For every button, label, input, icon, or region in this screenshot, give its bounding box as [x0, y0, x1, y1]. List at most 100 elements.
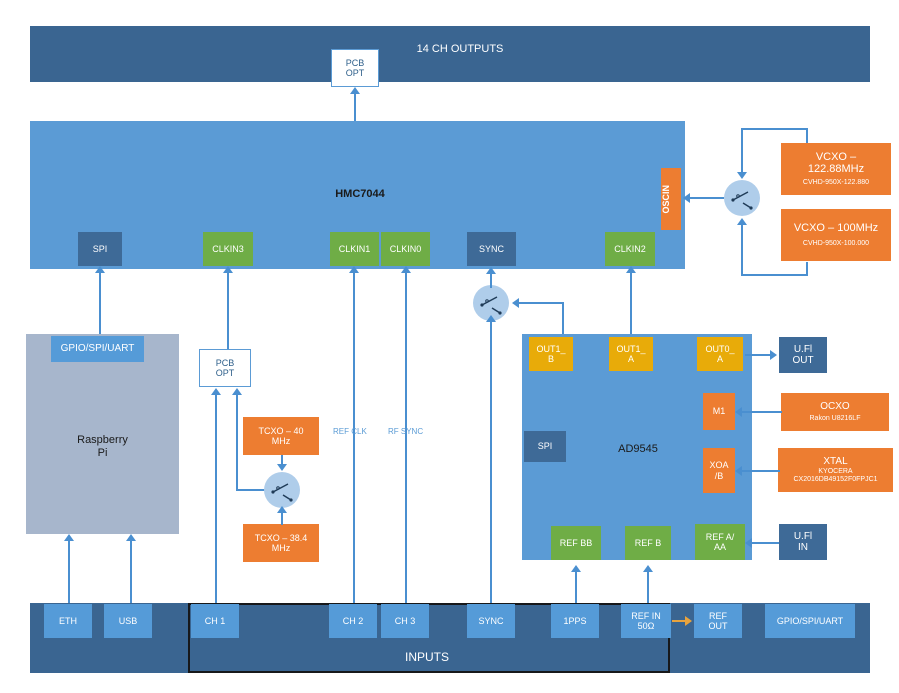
- ad9545-refa-line2: AA: [713, 542, 726, 552]
- arrowhead-eth-to-rpi: [64, 534, 74, 541]
- vcxo-122m88-title: VCXO –: [815, 150, 857, 163]
- arrowhead-1pps-to-refbb: [571, 565, 581, 572]
- arrowhead-refin-to-refb: [643, 565, 653, 572]
- ad9545-refa-port[interactable]: REF A/ AA: [695, 524, 745, 560]
- pcb-opt-top-line1: PCB: [345, 57, 365, 68]
- bottom-port-eth[interactable]: ETH: [44, 604, 92, 638]
- hmc7044-port-spi-label: SPI: [92, 243, 108, 254]
- wire-vcxo2-down: [806, 262, 808, 276]
- hmc7044-port-sync[interactable]: SYNC: [467, 232, 516, 266]
- tcxo-40mhz-block[interactable]: TCXO – 40 MHz: [243, 417, 319, 455]
- bottom-port-usb[interactable]: USB: [104, 604, 152, 638]
- vcxo-100m-block[interactable]: VCXO – 100MHz CVHD-950X-100.000: [781, 209, 891, 261]
- hmc7044-port-clkin2[interactable]: CLKIN2: [605, 232, 655, 266]
- ocxo-block[interactable]: OCXO Rakon U8216LF: [781, 393, 889, 431]
- bottom-port-ch2-label: CH 2: [342, 615, 364, 626]
- wire-out0a-to-ufl-out: [745, 354, 772, 356]
- ad9545-refbb-port[interactable]: REF BB: [551, 526, 601, 560]
- wire-vcxo1-down: [741, 128, 743, 173]
- tcxo-38m4-line1: TCXO – 38.4: [254, 532, 308, 543]
- tcxo-38m4-block[interactable]: TCXO – 38.4 MHz: [243, 524, 319, 562]
- arrowhead-syncport-to-switch: [486, 315, 496, 322]
- arrowhead-clkin3: [223, 266, 233, 273]
- sync-select-switch[interactable]: [473, 285, 509, 321]
- ad9545-out1b-port[interactable]: OUT1_ B: [529, 337, 573, 371]
- raspberry-pi-block[interactable]: Raspberry Pi: [26, 334, 179, 534]
- ad9545-out1a-port[interactable]: OUT1_ A: [609, 337, 653, 371]
- ad9545-m1-port[interactable]: M1: [703, 393, 735, 430]
- tcxo-40mhz-line1: TCXO – 40: [258, 425, 304, 436]
- wire-vcxo2-across: [741, 274, 808, 276]
- tcxo-select-switch[interactable]: [264, 472, 300, 508]
- bottom-port-ch2[interactable]: CH 2: [329, 604, 377, 638]
- path-label-rf-sync-text: RF SYNC: [388, 427, 424, 436]
- ad9545-refbb-label: REF BB: [559, 537, 593, 548]
- ad9545-refb-port[interactable]: REF B: [625, 526, 671, 560]
- wire-refin-to-refb: [647, 571, 649, 603]
- hmc7044-port-sync-label: SYNC: [478, 243, 504, 254]
- raspberry-pi-gpio-port[interactable]: GPIO/SPI/UART: [51, 336, 144, 362]
- raspberry-pi-gpio-label: GPIO/SPI/UART: [60, 343, 135, 355]
- ad9545-spi-port[interactable]: SPI: [524, 431, 566, 462]
- hmc7044-port-clkin1-label: CLKIN1: [338, 243, 371, 254]
- tcxo-40mhz-line2: MHz: [271, 436, 291, 446]
- inputs-group-caption-text: INPUTS: [405, 650, 450, 664]
- pcb-opt-top[interactable]: PCB OPT: [331, 49, 379, 87]
- arrowhead-ch3-to-clkin0: [401, 266, 411, 273]
- wire-tcxo40-to-switch: [281, 455, 283, 467]
- arrowhead-vcxo2-to-switch: [737, 218, 747, 225]
- arrowhead-out1b-to-clkin2: [626, 266, 636, 273]
- hmc7044-port-clkin3[interactable]: CLKIN3: [203, 232, 253, 266]
- arrowhead-vcxo1-to-switch: [737, 172, 747, 179]
- pcb-opt-top-line2: OPT: [345, 68, 365, 78]
- bottom-port-gpio[interactable]: GPIO/SPI/UART: [765, 604, 855, 638]
- pcb-opt-mid[interactable]: PCB OPT: [199, 349, 251, 387]
- bottom-port-1pps-label: 1PPS: [563, 615, 587, 626]
- ufl-in-line1: U.Fl: [793, 530, 813, 542]
- arrowhead-out0a-to-ufl-out: [770, 350, 777, 360]
- wire-hmc-spi-to-rpi: [99, 272, 101, 334]
- hmc7044-port-clkin0-label: CLKIN0: [389, 243, 422, 254]
- wire-ch3-to-clkin0: [405, 272, 407, 603]
- inputs-group-caption: INPUTS: [405, 650, 449, 664]
- hmc7044-port-clkin0[interactable]: CLKIN0: [381, 232, 430, 266]
- xtal-block[interactable]: XTAL KYOCERA CX2016DB49152F0FPJC1: [778, 448, 893, 492]
- ad9545-xoa-port[interactable]: XOA /B: [703, 448, 735, 493]
- vcxo-122m88-block[interactable]: VCXO – 122.88MHz CVHD-950X-122.880: [781, 143, 891, 195]
- ufl-in-line2: IN: [798, 542, 808, 553]
- output-bar-label: 14 CH OUTPUTS: [380, 41, 540, 57]
- bottom-port-ref-in[interactable]: REF IN 50Ω: [621, 604, 671, 638]
- arrowhead-usb-to-rpi: [126, 534, 136, 541]
- wire-refin-to-refout: [672, 620, 687, 622]
- arrowhead-out1a-to-switch: [512, 298, 519, 308]
- bottom-port-ch1[interactable]: CH 1: [191, 604, 239, 638]
- ufl-in-block[interactable]: U.Fl IN: [779, 524, 827, 560]
- wire-usb-to-rpi: [130, 541, 132, 603]
- bottom-port-ch3[interactable]: CH 3: [381, 604, 429, 638]
- wire-ufl-in-to-refa: [752, 542, 779, 544]
- vcxo-122m88-freq: 122.88MHz: [807, 163, 865, 176]
- wire-out1a-to-switch-h: [519, 302, 564, 304]
- hmc7044-port-clkin1[interactable]: CLKIN1: [330, 232, 379, 266]
- bottom-port-sync[interactable]: SYNC: [467, 604, 515, 638]
- bottom-port-gpio-label: GPIO/SPI/UART: [776, 615, 844, 626]
- ocxo-title: OCXO: [820, 401, 850, 413]
- arrowhead-syncsw-to-hmc: [486, 267, 496, 274]
- wire-tcxosw-to-pcbopt-h: [236, 489, 268, 491]
- vcxo-select-switch[interactable]: [724, 180, 760, 216]
- ufl-out-block[interactable]: U.Fl OUT: [779, 337, 827, 373]
- bottom-port-ref-out[interactable]: REF OUT: [694, 604, 742, 638]
- hmc7044-port-oscin[interactable]: OSCIN: [661, 168, 681, 230]
- bottom-port-ref-in-line2: 50Ω: [637, 621, 655, 631]
- wire-vcxo2-up: [741, 224, 743, 276]
- bottom-port-1pps[interactable]: 1PPS: [551, 604, 599, 638]
- ad9545-out0a-port[interactable]: OUT0_ A: [697, 337, 743, 371]
- hmc7044-port-spi[interactable]: SPI: [78, 232, 122, 266]
- path-label-rf-sync: RF SYNC: [388, 427, 423, 436]
- wire-hmc-to-pcbopt: [354, 93, 356, 121]
- pcb-opt-mid-line1: PCB: [215, 357, 235, 368]
- bottom-port-sync-label: SYNC: [478, 615, 504, 626]
- ad9545-out1b-line2: B: [547, 354, 554, 364]
- ad9545-out0a-line1: OUT0_: [705, 343, 735, 354]
